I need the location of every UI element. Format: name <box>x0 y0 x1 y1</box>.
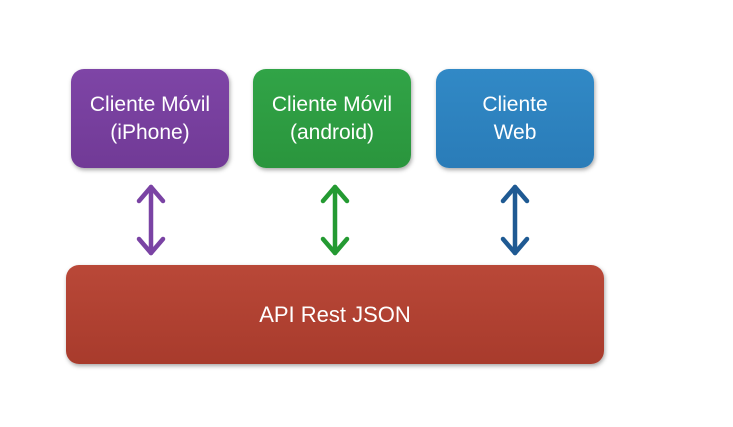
client-web-box: Cliente Web <box>436 69 594 168</box>
client-iphone-label-line1: Cliente Móvil <box>89 92 211 116</box>
client-android-box: Cliente Móvil (android) <box>253 69 411 168</box>
api-rest-box: API Rest JSON <box>66 265 604 364</box>
client-iphone-label-line2: (iPhone) <box>110 120 190 144</box>
client-web-label-line1: Cliente <box>482 92 548 116</box>
arrow-android-api <box>320 184 350 256</box>
client-web-label-line2: Web <box>493 120 537 144</box>
client-iphone-label: Cliente Móvil (iPhone) <box>90 91 210 147</box>
client-web-label: Cliente Web <box>482 91 547 147</box>
arrow-web-api <box>500 184 530 256</box>
client-iphone-box: Cliente Móvil (iPhone) <box>71 69 229 168</box>
arrow-iphone-api <box>136 184 166 256</box>
client-android-label-line1: Cliente Móvil <box>271 92 393 116</box>
api-rest-label: API Rest JSON <box>259 301 411 327</box>
client-android-label-line2: (android) <box>289 120 375 144</box>
client-android-label: Cliente Móvil (android) <box>272 91 392 147</box>
